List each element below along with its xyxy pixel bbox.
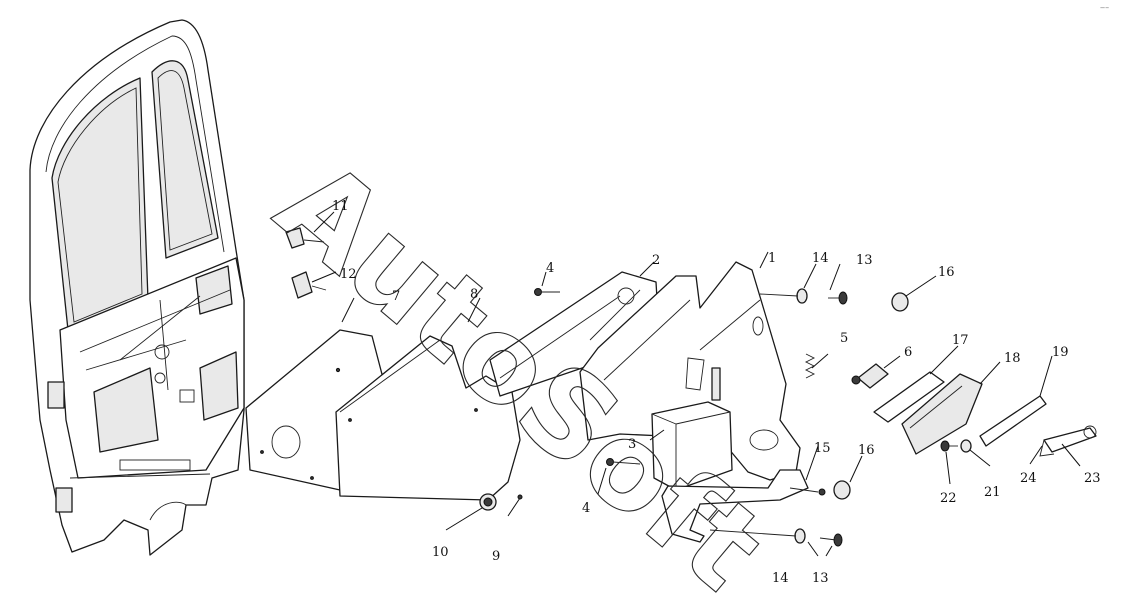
washer-part-22 [940, 440, 950, 452]
window-crank-part-23-24 [1039, 425, 1097, 457]
cap-part-16-bottom [833, 480, 851, 500]
callout-6: 6 [904, 345, 912, 360]
corner-mark: ‒– [1100, 3, 1109, 12]
callout-16-bottom: 16 [858, 443, 875, 458]
armrest-trim-strip [661, 469, 809, 543]
plug-part-10 [479, 493, 497, 511]
callout-9: 9 [492, 549, 500, 564]
callout-11: 11 [332, 199, 349, 214]
callout-1: 1 [768, 251, 776, 266]
screw-part-21 [948, 439, 972, 453]
callout-19: 19 [1052, 345, 1069, 360]
callout-3: 3 [628, 437, 636, 452]
screw-part-15 [789, 487, 826, 496]
storage-pocket-part-3 [651, 401, 733, 491]
callout-14-bottom: 14 [772, 571, 789, 586]
lock-knob-part-6 [851, 363, 889, 389]
callout-16-top: 16 [938, 265, 955, 280]
callout-13-bottom: 13 [812, 571, 829, 586]
callout-12: 12 [340, 267, 357, 282]
armrest-pad-part-19 [979, 395, 1047, 447]
callout-15: 15 [814, 441, 831, 456]
callout-13-top: 13 [856, 253, 873, 268]
leader-lines [311, 211, 1081, 557]
callout-2: 2 [652, 253, 660, 268]
plate-part-17 [873, 371, 945, 423]
callout-24: 24 [1020, 471, 1037, 486]
callout-23: 23 [1084, 471, 1101, 486]
armrest-bracket-part-18 [901, 373, 983, 455]
callout-7: 7 [392, 289, 400, 304]
callout-5: 5 [840, 331, 848, 346]
door-frame [29, 19, 245, 556]
callout-14-top: 14 [812, 251, 829, 266]
spring-part-5 [804, 353, 816, 379]
callout-labels: 1 2 3 4 4 5 6 7 8 9 10 11 12 13 13 14 14… [332, 199, 1101, 586]
callout-22: 22 [940, 491, 957, 506]
bolt-washer-top [759, 288, 848, 305]
callout-21: 21 [984, 485, 1001, 500]
callout-17: 17 [952, 333, 969, 348]
bolt-washer-bottom [709, 528, 843, 547]
callout-10: 10 [432, 545, 449, 560]
callout-18: 18 [1004, 351, 1021, 366]
pin-part-9 [507, 494, 523, 517]
cap-part-16-top [891, 292, 909, 312]
callout-8: 8 [470, 287, 478, 302]
fastener-part-12 [291, 271, 327, 299]
clip-part-11 [285, 227, 325, 249]
screw-part-4 [534, 288, 641, 466]
callout-4-bottom: 4 [582, 501, 590, 516]
callout-4-top: 4 [546, 261, 554, 276]
